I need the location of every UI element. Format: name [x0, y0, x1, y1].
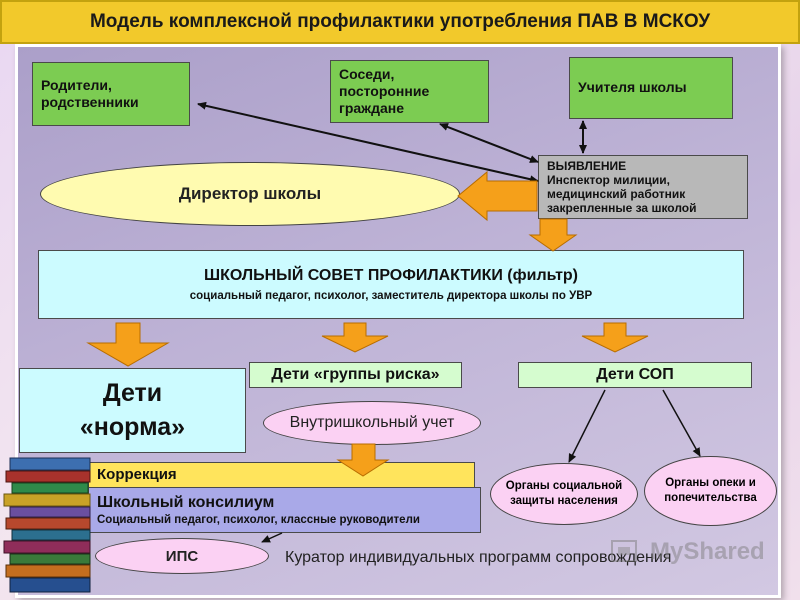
- norm-line-1: Дети: [102, 378, 163, 407]
- risk-group-box: Дети «группы риска»: [249, 362, 462, 388]
- detection-line-2: медицинский работник: [547, 187, 686, 201]
- internal-registry-label: Внутришкольный учет: [289, 414, 455, 431]
- council-subtitle: социальный педагог, психолог, заместител…: [189, 289, 593, 302]
- curator-label: Куратор индивидуальных программ сопровож…: [285, 549, 672, 566]
- correction-label: Коррекция: [97, 465, 177, 483]
- page-title: Модель комплексной профилактики употребл…: [89, 11, 711, 32]
- council-title: ШКОЛЬНЫЙ СОВЕТ ПРОФИЛАКТИКИ (фильтр): [203, 267, 578, 285]
- internal-registry-oval: Внутришкольный учет: [263, 401, 481, 445]
- correction-box: Коррекция: [88, 462, 475, 488]
- sop-group-box: Дети СОП: [518, 362, 752, 388]
- parents-line-1: Родители,: [41, 76, 112, 93]
- children-norm-box: Дети «норма»: [19, 368, 246, 453]
- consilium-title: Школьный консилиум: [97, 494, 275, 512]
- risk-group-label: Дети «группы риска»: [271, 366, 440, 384]
- detection-box: ВЫЯВЛЕНИЕ Инспектор милиции, медицинский…: [538, 155, 748, 219]
- social-protection-line-2: защиты населения: [510, 495, 618, 507]
- watermark-label: MyShared: [650, 538, 765, 565]
- page-title-bar: Модель комплексной профилактики употребл…: [0, 0, 800, 44]
- ips-label: ИПС: [165, 547, 199, 565]
- detection-line-1: Инспектор милиции,: [547, 172, 670, 187]
- director-label: Директор школы: [178, 184, 322, 203]
- neighbors-line-2: посторонние: [339, 82, 430, 99]
- sop-group-label: Дети СОП: [596, 366, 674, 384]
- social-protection-line-1: Органы социальной: [505, 480, 623, 493]
- consilium-subtitle: Социальный педагог, психолог, классные р…: [97, 513, 420, 526]
- detection-title: ВЫЯВЛЕНИЕ: [547, 158, 627, 173]
- prevention-council-box: ШКОЛЬНЫЙ СОВЕТ ПРОФИЛАКТИКИ (фильтр) соц…: [38, 250, 744, 319]
- neighbors-line-3: граждане: [339, 100, 405, 117]
- director-oval: Директор школы: [40, 162, 460, 226]
- parents-line-2: родственники: [41, 94, 139, 110]
- norm-line-2: «норма»: [79, 412, 186, 441]
- teachers-box: Учителя школы: [569, 57, 733, 119]
- guardianship-line-2: попечительства: [664, 492, 757, 504]
- school-consilium-box: Школьный консилиум Социальный педагог, п…: [88, 487, 481, 533]
- social-protection-oval: Органы социальной защиты населения: [490, 463, 638, 525]
- guardianship-oval: Органы опеки и попечительства: [644, 456, 777, 526]
- detection-line-3: закрепленные за школой: [547, 201, 697, 216]
- guardianship-line-1: Органы опеки и: [665, 477, 756, 490]
- neighbors-box: Соседи, посторонние граждане: [330, 60, 489, 123]
- ips-oval: ИПС: [95, 538, 269, 574]
- neighbors-line-1: Соседи,: [339, 65, 395, 82]
- parents-box: Родители, родственники: [32, 62, 190, 126]
- teachers-label: Учителя школы: [578, 79, 687, 96]
